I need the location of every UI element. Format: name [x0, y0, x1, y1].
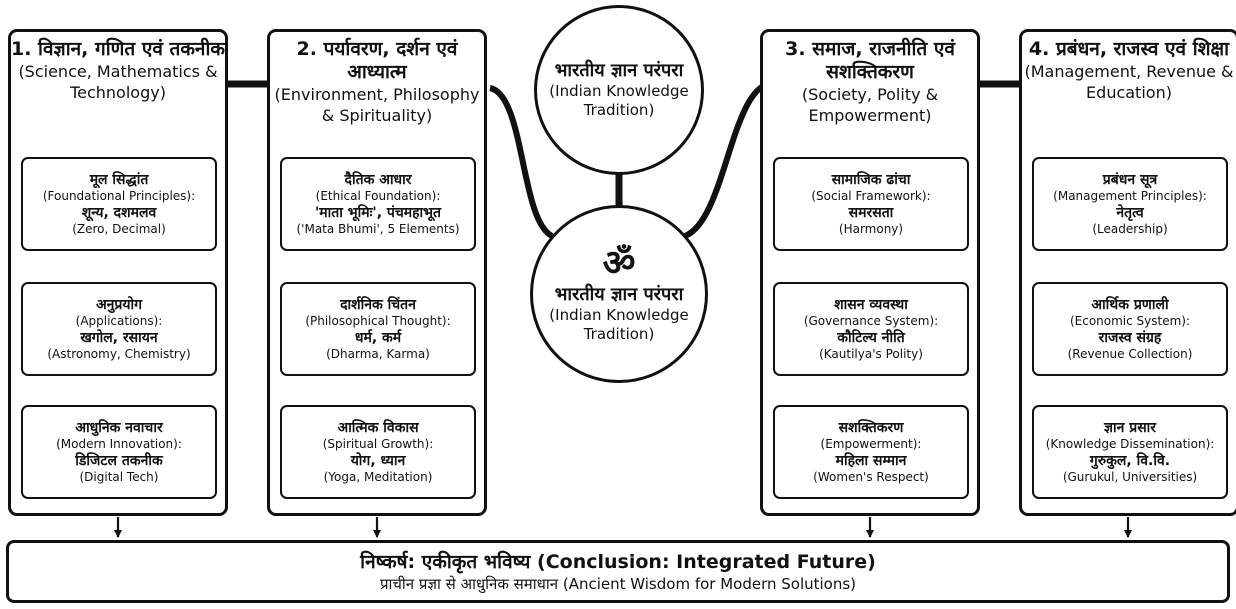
- node-subtitle: (Foundational Principles):: [42, 189, 196, 203]
- node-subtitle: (Economic System):: [1069, 314, 1191, 328]
- node-subtitle: (Knowledge Dissemination):: [1045, 437, 1215, 451]
- center-circle-top: भारतीय ज्ञान परंपरा (Indian Knowledge Tr…: [534, 5, 704, 175]
- node-economic-system: आर्थिक प्रणाली (Economic System): राजस्व…: [1032, 282, 1228, 376]
- conclusion-title: निष्कर्ष: एकीकृत भविष्य (Conclusion: Int…: [360, 550, 876, 573]
- node-value: डिजिटल तकनीक: [75, 453, 163, 469]
- node-title: आधुनिक नवाचार: [75, 420, 163, 436]
- node-title: अनुप्रयोग: [95, 297, 143, 313]
- node-value: समरसता: [848, 205, 894, 221]
- node-value-english: (Dharma, Karma): [326, 347, 430, 361]
- node-social-framework: सामाजिक ढांचा (Social Framework): समरसता…: [773, 157, 969, 251]
- node-value-english: (Zero, Decimal): [72, 222, 166, 236]
- node-title: मूल सिद्धांत: [89, 172, 149, 188]
- node-title: दार्शनिक चिंतन: [340, 297, 416, 313]
- node-value-english: (Women's Respect): [813, 470, 929, 484]
- conclusion-subtitle: प्राचीन प्रज्ञा से आधुनिक समाधान (Ancien…: [379, 574, 857, 593]
- node-value: खगोल, रसायन: [80, 330, 158, 346]
- node-management-principles: प्रबंधन सूत्र (Management Principles): न…: [1032, 157, 1228, 251]
- node-subtitle: (Governance System):: [803, 314, 939, 328]
- node-subtitle: (Ethical Foundation):: [315, 189, 441, 203]
- node-knowledge-dissemination: ज्ञान प्रसार (Knowledge Dissemination): …: [1032, 405, 1228, 499]
- node-title: शासन व्यवस्था: [834, 297, 908, 313]
- node-value-english: (Revenue Collection): [1067, 347, 1193, 361]
- column-title-hindi: 3. समाज, राजनीति एवं सशक्तिकरण: [785, 38, 955, 83]
- node-value: कौटिल्य नीति: [837, 330, 905, 346]
- node-ethical-foundation: दैतिक आधार (Ethical Foundation): 'माता भ…: [280, 157, 476, 251]
- node-value: राजस्व संग्रह: [1098, 330, 1162, 346]
- circle-title-hindi: भारतीय ज्ञान परंपरा: [554, 60, 684, 81]
- node-title: सामाजिक ढांचा: [831, 172, 911, 188]
- node-title: सशक्तिकरण: [838, 420, 904, 436]
- node-value-english: (Yoga, Meditation): [323, 470, 433, 484]
- center-circle-om: ॐ भारतीय ज्ञान परंपरा (Indian Knowledge …: [530, 205, 708, 383]
- node-value-english: (Gurukul, Universities): [1062, 470, 1198, 484]
- node-title: आत्मिक विकास: [337, 420, 419, 436]
- column-title-hindi: 4. प्रबंधन, राजस्व एवं शिक्षा: [1028, 38, 1230, 60]
- column-science: 1. विज्ञान, गणित एवं तकनीक (Science, Mat…: [8, 29, 228, 516]
- column-management: 4. प्रबंधन, राजस्व एवं शिक्षा (Managemen…: [1019, 29, 1236, 516]
- conclusion-box: निष्कर्ष: एकीकृत भविष्य (Conclusion: Int…: [6, 540, 1230, 603]
- node-subtitle: (Philosophical Thought):: [305, 314, 451, 328]
- column-title-hindi: 1. विज्ञान, गणित एवं तकनीक: [11, 38, 225, 60]
- column-title-english: (Society, Polity & Empowerment): [801, 85, 939, 125]
- node-title: प्रबंधन सूत्र: [1102, 172, 1158, 188]
- node-value-english: (Kautilya's Polity): [819, 347, 923, 361]
- node-spiritual-growth: आत्मिक विकास (Spiritual Growth): योग, ध्…: [280, 405, 476, 499]
- node-title: दैतिक आधार: [344, 172, 412, 188]
- node-value: गुरुकुल, वि.वि.: [1089, 453, 1171, 469]
- circle-title-english: (Indian Knowledge Tradition): [549, 82, 689, 119]
- column-title-english: (Environment, Philosophy & Spirituality): [274, 85, 480, 125]
- node-subtitle: (Management Principles):: [1053, 189, 1207, 203]
- node-subtitle: (Spiritual Growth):: [322, 437, 434, 451]
- node-value: धर्म, कर्म: [354, 330, 402, 346]
- node-value: 'माता भूमिः', पंचमहाभूत: [314, 205, 441, 221]
- node-title: ज्ञान प्रसार: [1103, 420, 1157, 436]
- node-title: आर्थिक प्रणाली: [1091, 297, 1169, 313]
- node-value-english: ('Mata Bhumi', 5 Elements): [296, 222, 460, 236]
- circle-title-english: (Indian Knowledge Tradition): [549, 306, 689, 343]
- column-title-english: (Science, Mathematics & Technology): [18, 62, 218, 102]
- curve-col2-center: [488, 85, 554, 239]
- circle-title-hindi: भारतीय ज्ञान परंपरा: [554, 284, 684, 305]
- column-title-english: (Management, Revenue & Education): [1024, 62, 1234, 102]
- node-empowerment: सशक्तिकरण (Empowerment): महिला सम्मान (W…: [773, 405, 969, 499]
- node-subtitle: (Modern Innovation):: [56, 437, 182, 451]
- node-value: नेतृत्व: [1116, 205, 1144, 221]
- node-philosophical-thought: दार्शनिक चिंतन (Philosophical Thought): …: [280, 282, 476, 376]
- om-symbol-icon: ॐ: [602, 243, 636, 284]
- node-value: शून्य, दशमलव: [81, 205, 157, 221]
- node-subtitle: (Applications):: [75, 314, 163, 328]
- node-subtitle: (Social Framework):: [811, 189, 931, 203]
- node-subtitle: (Empowerment):: [820, 437, 922, 451]
- node-value: महिला सम्मान: [835, 453, 907, 469]
- node-foundational-principles: मूल सिद्धांत (Foundational Principles): …: [21, 157, 217, 251]
- curve-col3-center: [683, 81, 770, 239]
- node-modern-innovation: आधुनिक नवाचार (Modern Innovation): डिजिट…: [21, 405, 217, 499]
- column-society: 3. समाज, राजनीति एवं सशक्तिकरण (Society,…: [760, 29, 980, 516]
- column-environment: 2. पर्यावरण, दर्शन एवं आध्यात्म (Environ…: [267, 29, 487, 516]
- node-value-english: (Harmony): [838, 222, 904, 236]
- node-value-english: (Astronomy, Chemistry): [47, 347, 191, 361]
- node-value-english: (Digital Tech): [79, 470, 159, 484]
- node-value-english: (Leadership): [1092, 222, 1168, 236]
- node-applications: अनुप्रयोग (Applications): खगोल, रसायन (A…: [21, 282, 217, 376]
- column-title-hindi: 2. पर्यावरण, दर्शन एवं आध्यात्म: [296, 38, 458, 83]
- node-value: योग, ध्यान: [350, 453, 406, 469]
- node-governance-system: शासन व्यवस्था (Governance System): कौटिल…: [773, 282, 969, 376]
